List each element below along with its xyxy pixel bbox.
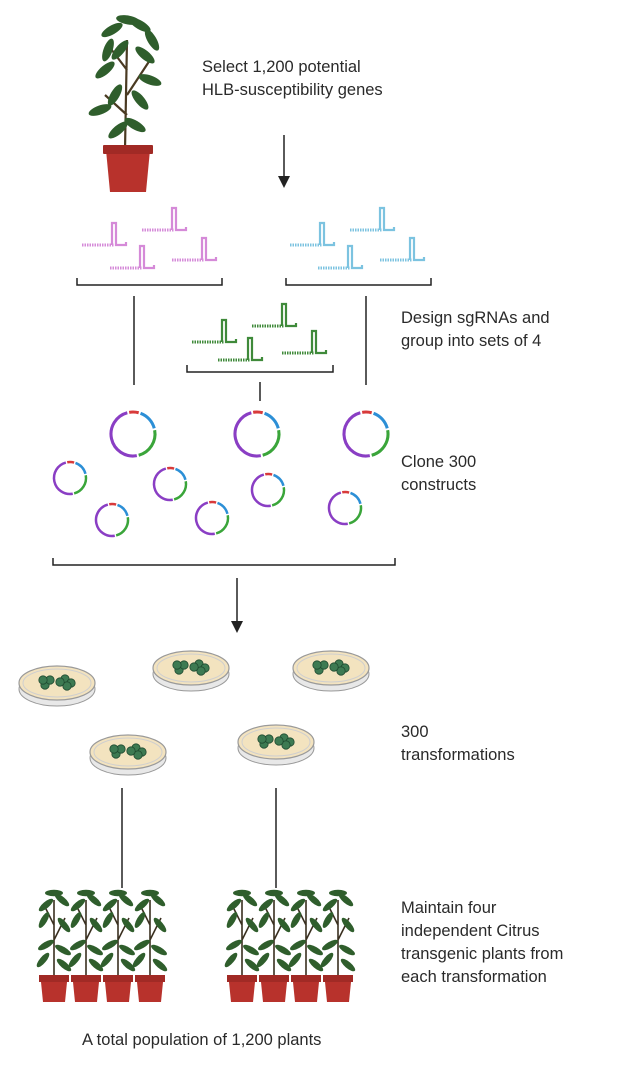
potted-plant-icon [88, 15, 162, 192]
potted-plant-icon [224, 889, 260, 1002]
plasmid-icon [194, 500, 230, 536]
petri-dish-icon [292, 650, 370, 692]
step-transform-label: 300 transformations [401, 721, 515, 767]
step-select-line2: HLB-susceptibility genes [202, 81, 383, 99]
potted-plant-icon [132, 889, 168, 1002]
transgenic-plants-left [36, 889, 168, 1002]
leaf-icon [116, 15, 140, 25]
leaf-icon [101, 22, 123, 38]
step-design-line1: Design sgRNAs and [401, 309, 550, 327]
sgrna-group-blue [290, 206, 426, 270]
sgrna-icon [318, 244, 364, 270]
sgrna-icon [290, 221, 336, 247]
step-maintain-line2: independent Citrus [401, 922, 540, 940]
step-transform-line1: 300 [401, 723, 429, 741]
sgrna-group-pink [82, 206, 218, 270]
sgrna-icon [82, 221, 128, 247]
step-select-label: Select 1,200 potential HLB-susceptibilit… [202, 56, 383, 102]
sgrna-group-green [192, 302, 328, 362]
footer-total-label: A total population of 1,200 plants [82, 1031, 322, 1049]
step-maintain-line3: transgenic plants from [401, 945, 564, 963]
plasmid-icon [152, 466, 188, 502]
step-clone-line1: Clone 300 [401, 453, 477, 471]
sgrna-icon [380, 236, 426, 262]
plasmid-constructs [52, 410, 390, 538]
sgrna-icon [192, 318, 238, 344]
bracket-left [76, 278, 223, 286]
potted-plant-icon [256, 889, 292, 1002]
plasmid-icon [94, 502, 130, 538]
sgrna-icon [282, 329, 328, 355]
plasmid-icon [250, 472, 286, 508]
transgenic-plants-right [224, 889, 356, 1002]
plasmid-icon [233, 410, 281, 458]
petri-dishes [18, 650, 370, 776]
plasmid-icon [327, 490, 363, 526]
leaf-icon [135, 46, 155, 64]
petri-dish-icon [18, 665, 96, 707]
leaf-icon [102, 38, 114, 62]
step-design-line2: group into sets of 4 [401, 332, 542, 350]
step-select-line1: Select 1,200 potential [202, 58, 361, 76]
step-maintain-line4: each transformation [401, 968, 547, 986]
leaf-icon [124, 117, 146, 133]
plasmid-icon [52, 460, 88, 496]
plasmid-icon [109, 410, 157, 458]
potted-plant-icon [68, 889, 104, 1002]
bracket-middle [186, 365, 334, 373]
bracket-right [285, 278, 432, 286]
step-transform-line2: transformations [401, 746, 515, 764]
petri-dish-icon [152, 650, 230, 692]
leaf-icon [111, 40, 129, 60]
leaf-icon [131, 90, 149, 110]
bracket-plasmids [52, 558, 396, 566]
leaf-icon [95, 61, 115, 79]
leaf-icon [108, 121, 128, 139]
sgrna-icon [110, 244, 156, 270]
step-clone-label: Clone 300 constructs [401, 451, 476, 497]
plasmid-icon [342, 410, 390, 458]
potted-plant-icon [288, 889, 324, 1002]
step-clone-line2: constructs [401, 476, 477, 494]
leaf-icon [88, 104, 112, 116]
sgrna-icon [350, 206, 396, 232]
step-design-label: Design sgRNAs and group into sets of 4 [401, 307, 550, 353]
petri-dish-icon [89, 734, 167, 776]
sgrna-icon [172, 236, 218, 262]
leaf-icon [138, 74, 162, 86]
step-maintain-line1: Maintain four [401, 899, 497, 917]
sgrna-icon [218, 336, 264, 362]
step-maintain-label: Maintain four independent Citrus transge… [401, 897, 563, 989]
potted-plant-icon [36, 889, 72, 1002]
potted-plant-icon [320, 889, 356, 1002]
potted-plant-icon [100, 889, 136, 1002]
leaf-icon [107, 84, 123, 106]
petri-dish-icon [237, 724, 315, 766]
sgrna-icon [252, 302, 298, 328]
leaf-icon [144, 29, 160, 51]
sgrna-icon [142, 206, 188, 232]
